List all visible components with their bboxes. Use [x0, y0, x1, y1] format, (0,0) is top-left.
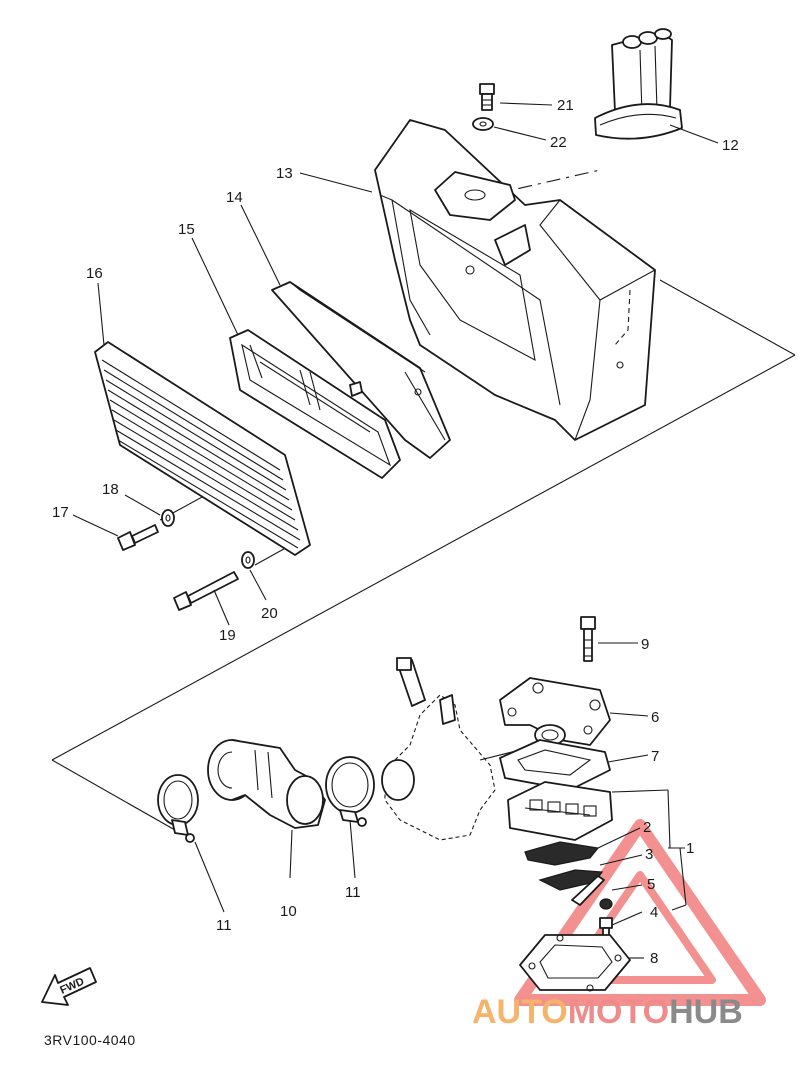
callout-7: 7 — [651, 748, 659, 765]
gasket-part-7 — [499, 739, 611, 791]
callout-5: 5 — [647, 876, 655, 893]
callout-12: 12 — [722, 137, 739, 154]
bolt-part-19 — [173, 571, 239, 611]
callout-19: 19 — [219, 627, 236, 644]
callout-16: 16 — [86, 265, 103, 282]
callout-20: 20 — [261, 605, 278, 622]
callout-leader-lines — [72, 102, 719, 959]
cover-ribs — [101, 359, 301, 549]
filter-element-part-14 — [271, 281, 451, 459]
air-box-cap-part-16 — [94, 341, 311, 556]
callout-2: 2 — [643, 819, 651, 836]
reed-valve-part-2 — [524, 841, 600, 866]
filter-frame-part-15 — [229, 329, 401, 479]
callout-8: 8 — [650, 950, 658, 967]
callout-15: 15 — [178, 221, 195, 238]
washer-part-18 — [161, 509, 175, 527]
gasket-part-8 — [519, 934, 631, 992]
washer-part-20 — [241, 551, 255, 569]
callout-4: 4 — [650, 904, 658, 921]
cylinder-outline-reference — [381, 657, 496, 841]
washer-part-22 — [472, 117, 494, 131]
diagram-code: 3RV100-4040 — [44, 1032, 136, 1048]
callout-22: 22 — [550, 134, 567, 151]
screw-part-5 — [599, 898, 613, 910]
callout-11-right: 11 — [345, 884, 361, 901]
callout-13: 13 — [276, 165, 293, 182]
forward-direction-arrow-icon: FWD — [41, 967, 97, 1006]
callout-numbers: 21 22 12 13 14 15 16 18 17 19 20 9 6 7 2… — [52, 97, 739, 967]
bolt-part-9 — [580, 616, 596, 662]
callout-14: 14 — [226, 189, 243, 206]
reed-valve-assembly-part-1 — [507, 781, 613, 841]
callout-21: 21 — [557, 97, 574, 114]
air-box-case-part-13 — [374, 119, 656, 441]
watermark-auto: AUTOMOTOHUB — [472, 993, 743, 1031]
callout-17: 17 — [52, 504, 69, 521]
bolt-part-17 — [117, 524, 159, 551]
callout-1: 1 — [686, 840, 694, 857]
bolt-part-21 — [479, 83, 495, 111]
callout-11-left: 11 — [216, 917, 232, 934]
intake-joint-part-12 — [594, 28, 683, 140]
carburetor-joint-part-10 — [207, 739, 326, 829]
callout-18: 18 — [102, 481, 119, 498]
callout-6: 6 — [651, 709, 659, 726]
callout-3: 3 — [645, 846, 653, 863]
callout-10: 10 — [280, 903, 297, 920]
valve-stopper-part-3 — [538, 869, 605, 906]
watermark-text: AUTOMOTOHUB — [472, 993, 743, 1031]
hose-clamp-part-11-left — [157, 774, 199, 843]
callout-9: 9 — [641, 636, 649, 653]
reed-valve-cover-part-6 — [499, 677, 611, 746]
hose-clamp-part-11-right — [325, 756, 375, 827]
